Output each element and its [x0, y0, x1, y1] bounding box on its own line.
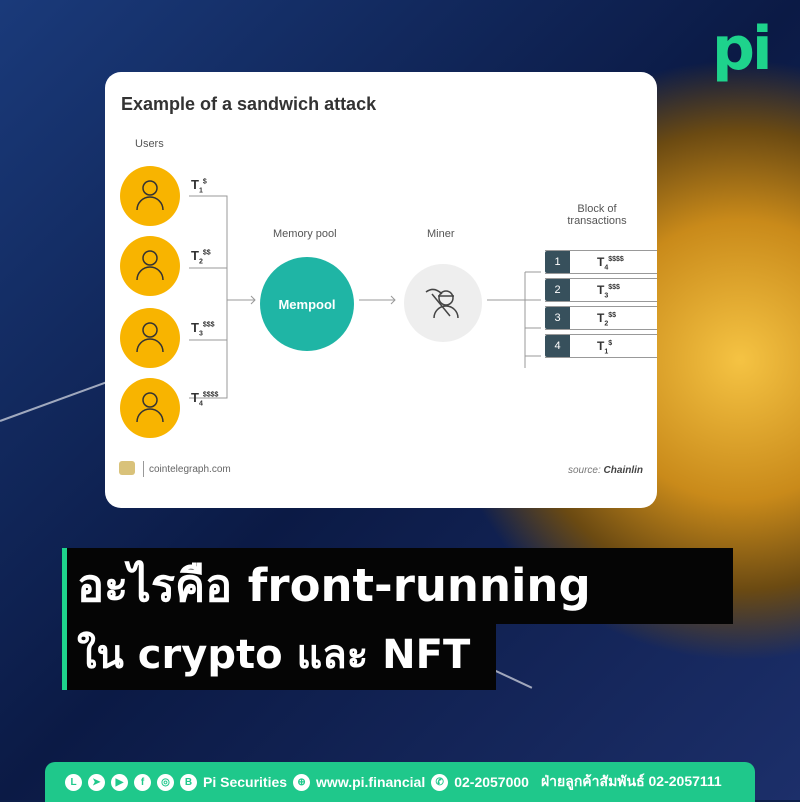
user-icon: [136, 250, 164, 281]
users-label: Users: [135, 138, 164, 150]
credit: cointelegraph.com: [149, 464, 231, 475]
memory-pool-label: Memory pool: [273, 228, 337, 240]
footer-bar: L ➤ ▶ f ◎ B Pi Securities ⊕ www.pi.finan…: [45, 762, 755, 802]
instagram-icon[interactable]: ◎: [157, 773, 174, 791]
line-icon[interactable]: L: [65, 773, 82, 791]
headline-line-1: อะไรคือ front-running: [62, 548, 733, 624]
user-icon: [136, 180, 164, 211]
diagram-card: Example of a sandwich attack Users T1$ T…: [105, 72, 657, 508]
divider: [143, 461, 144, 477]
user-icon: [136, 392, 164, 423]
user-avatar-2: [120, 236, 180, 296]
user-avatar-4: [120, 378, 180, 438]
pi-logo: pi: [712, 14, 772, 84]
user-avatar-3: [120, 308, 180, 368]
mempool-node: Mempool: [260, 257, 354, 351]
user-avatar-1: [120, 166, 180, 226]
phone-icon: ✆: [431, 773, 449, 791]
website-link[interactable]: www.pi.financial: [316, 774, 426, 790]
miner-icon: [425, 288, 459, 319]
blockdit-icon[interactable]: B: [180, 773, 197, 791]
connector-lines: [189, 195, 541, 399]
telegram-icon[interactable]: ➤: [88, 773, 105, 791]
brand-name: Pi Securities: [203, 774, 288, 790]
user-tx-2: T2$$: [191, 248, 211, 266]
cointelegraph-logo: [119, 461, 135, 475]
user-tx-4: T4$$$$: [191, 390, 219, 408]
diagram-title: Example of a sandwich attack: [121, 94, 377, 114]
miner-node: [404, 264, 482, 342]
customer-service: ฝ่ายลูกค้าสัมพันธ์ 02-2057111: [540, 773, 722, 789]
globe-icon: ⊕: [293, 773, 311, 791]
user-tx-3: T3$$$: [191, 320, 215, 338]
youtube-icon[interactable]: ▶: [111, 773, 128, 791]
user-tx-1: T1$: [191, 177, 207, 195]
miner-label: Miner: [427, 228, 455, 240]
phone-number: 02-2057000: [454, 774, 529, 790]
headline-line-2: ใน crypto และ NFT: [62, 623, 496, 690]
user-icon: [136, 322, 164, 353]
facebook-icon[interactable]: f: [134, 773, 151, 791]
source: source: Chainlin: [567, 465, 643, 476]
